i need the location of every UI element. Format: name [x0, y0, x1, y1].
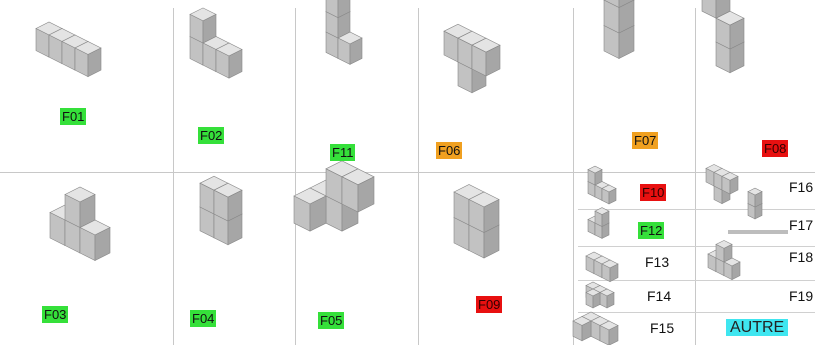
piece-label-F19[interactable]: F19	[787, 288, 815, 305]
cube-F03-3	[65, 187, 95, 228]
cube-F18-2	[724, 258, 740, 280]
piece-label-F03[interactable]: F03	[42, 306, 68, 323]
cube-F05-4	[342, 169, 374, 212]
cube-F15-3	[600, 321, 618, 345]
piece-label-F08[interactable]: F08	[762, 140, 788, 157]
cube-F02-2	[216, 43, 242, 78]
piece-label-F05[interactable]: F05	[318, 312, 344, 329]
piece-label-F11[interactable]: F11	[330, 144, 355, 161]
piece-label-F18[interactable]: F18	[787, 249, 815, 266]
piece-label-F12[interactable]: F12	[638, 222, 664, 239]
cube-F04-3	[214, 183, 242, 221]
cube-F05-2	[294, 188, 326, 231]
piece-label-F02[interactable]: F02	[198, 127, 224, 144]
cube-F16-3	[722, 172, 738, 194]
piece-label-F07[interactable]: F07	[632, 132, 658, 149]
piece-label-F10[interactable]: F10	[640, 184, 666, 201]
piece-label-F01[interactable]: F01	[60, 108, 86, 125]
cube-F14-2	[600, 289, 614, 308]
cube-F03-2	[80, 220, 110, 261]
piece-label-F13[interactable]: F13	[643, 254, 671, 271]
cube-F10-3	[588, 166, 602, 185]
piece-label-F09[interactable]: F09	[476, 296, 502, 313]
cube-F01-3	[75, 42, 101, 77]
cube-F13-2	[602, 260, 618, 282]
cube-F06-3	[472, 38, 500, 76]
cube-F12-2	[595, 208, 609, 227]
piece-label-autre[interactable]: AUTRE	[726, 319, 788, 336]
cube-F10-2	[602, 185, 616, 204]
cube-F02-3	[190, 8, 216, 43]
piece-label-F17[interactable]: F17	[787, 217, 815, 234]
cube-F14-3	[586, 289, 600, 308]
cube-F18-3	[716, 240, 732, 262]
F17-base-plate	[728, 230, 788, 234]
cube-F17-1	[748, 188, 762, 207]
cube-F08-1	[716, 11, 744, 49]
piece-label-F14[interactable]: F14	[645, 288, 673, 305]
piece-label-F16[interactable]: F16	[787, 179, 815, 196]
piece-label-F04[interactable]: F04	[190, 310, 216, 327]
piece-label-F15[interactable]: F15	[648, 320, 676, 337]
cube-F15-2	[573, 317, 591, 341]
piece-label-F06[interactable]: F06	[436, 142, 462, 159]
cube-F11-1	[338, 32, 362, 64]
cube-F09-3	[469, 192, 499, 233]
